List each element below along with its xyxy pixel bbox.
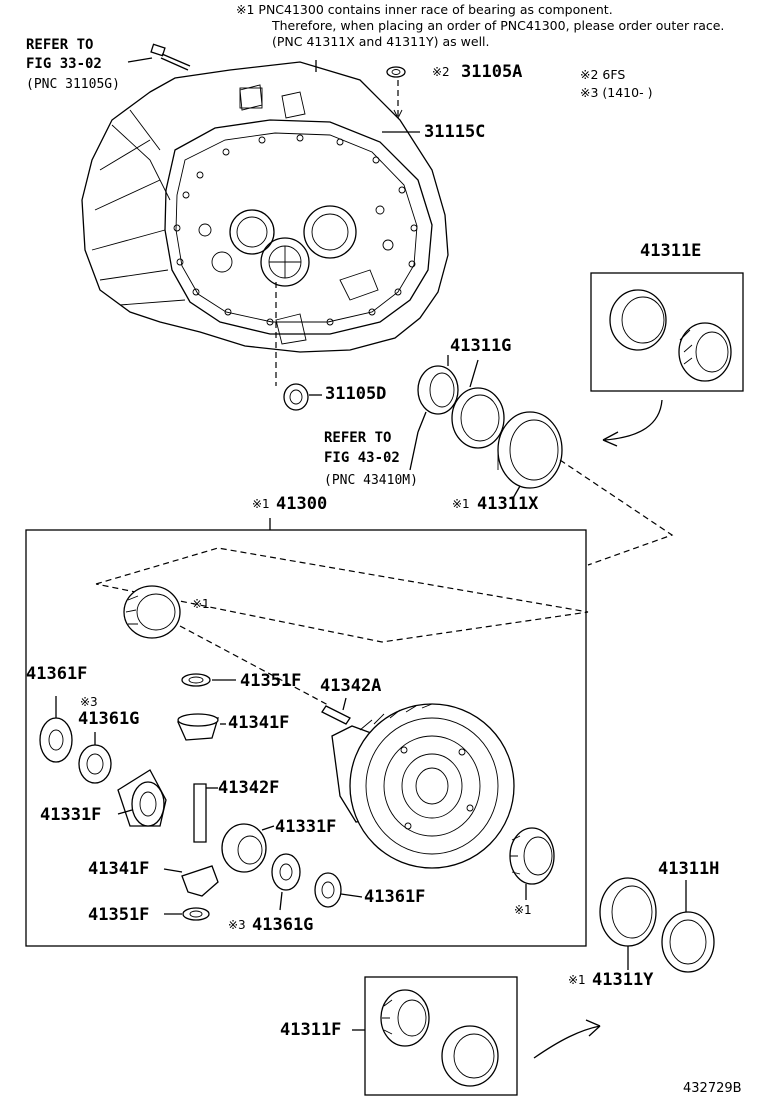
- part-41300-mark: ※1: [252, 497, 270, 511]
- part-41311Y-label[interactable]: 41311Y: [592, 970, 654, 990]
- part-41331F-left-label[interactable]: 41331F: [40, 805, 102, 825]
- part-41341F-bottom-label[interactable]: 41341F: [88, 859, 150, 879]
- bearing-bottom-mark: ※1: [514, 903, 532, 917]
- bearing-41311G-drawing: [417, 365, 505, 449]
- part-41351F-bottom-label[interactable]: 41351F: [88, 905, 150, 925]
- ref-fig43-line-1: REFER TO: [324, 430, 392, 446]
- note-mark-2: ※2 6FS: [580, 67, 626, 82]
- part-41311G-label[interactable]: 41311G: [450, 336, 512, 356]
- kit-box-41311E: [590, 272, 744, 392]
- part-41311E-label[interactable]: 41311E: [640, 241, 702, 261]
- side-gear-right-drawing: [221, 823, 267, 873]
- bearing-kit-41311E-drawing: [609, 289, 732, 382]
- part-41361G-left-label[interactable]: 41361G: [78, 709, 140, 729]
- oil-seal-small-drawing: [386, 66, 406, 78]
- part-41361F-right-label[interactable]: 41361F: [364, 887, 426, 907]
- part-41331F-right-label[interactable]: 41331F: [275, 817, 337, 837]
- ref-fig33-line-1: REFER TO: [26, 37, 94, 53]
- part-31105A-label[interactable]: 31105A: [461, 62, 523, 82]
- part-41311H-label[interactable]: 41311H: [658, 859, 720, 879]
- inner-bearing-bottom-drawing: [509, 827, 555, 885]
- part-41351F-top-label[interactable]: 41351F: [240, 671, 302, 691]
- part-41342A-label[interactable]: 41342A: [320, 676, 382, 696]
- bearing-top-mark: ※1: [192, 597, 210, 611]
- side-gear-left-drawing: [117, 769, 167, 827]
- outer-race-41311X-drawing: [497, 411, 563, 489]
- assembly-box-41300: [25, 529, 587, 947]
- part-41361G-bottom-label[interactable]: 41361G: [252, 915, 314, 935]
- inner-bearing-top-drawing: [123, 585, 181, 639]
- part-41311X-mark: ※1: [452, 497, 470, 511]
- note-line-1: ※1 PNC41300 contains inner race of beari…: [236, 2, 613, 17]
- part-41311X-label[interactable]: 41311X: [477, 494, 539, 514]
- kit-box-41311F: [364, 976, 518, 1096]
- part-41361G-bottom-mark: ※3: [228, 918, 246, 932]
- part-31105A-mark: ※2: [432, 65, 450, 79]
- note-line-3: (PNC 41311X and 41311Y) as well.: [272, 34, 490, 49]
- ref-fig33-line-3: (PNC 31105G): [26, 77, 120, 92]
- part-41300-label[interactable]: 41300: [276, 494, 328, 514]
- differential-ring-gear-drawing: [331, 703, 515, 869]
- bearing-kit-41311F-drawing: [380, 989, 499, 1087]
- ref-fig43-line-2: FIG 43-02: [324, 450, 400, 466]
- note-line-2: Therefore, when placing an order of PNC4…: [272, 18, 725, 33]
- part-41361G-left-mark: ※3: [80, 695, 98, 709]
- part-41342F-label[interactable]: 41342F: [218, 778, 280, 798]
- transaxle-case-drawing: [81, 61, 449, 353]
- pinion-gear-top-drawing: [177, 713, 219, 741]
- bolt-drawing: [127, 43, 191, 71]
- part-41311F-label[interactable]: 41311F: [280, 1020, 342, 1040]
- figure-code: 432729B: [683, 1081, 742, 1096]
- oil-seal-31105D-drawing: [283, 383, 309, 411]
- part-31105D-label[interactable]: 31105D: [325, 384, 387, 404]
- part-41311Y-mark: ※1: [568, 973, 586, 987]
- note-mark-3: ※3 (1410‐ ): [580, 85, 653, 100]
- ref-fig43-line-3: (PNC 43410M): [324, 473, 418, 488]
- outer-race-41311Y-drawing: [599, 877, 715, 973]
- part-41341F-top-label[interactable]: 41341F: [228, 713, 290, 733]
- ref-fig33-line-2: FIG 33-02: [26, 56, 102, 72]
- part-41361F-left-label[interactable]: 41361F: [26, 664, 88, 684]
- part-31115C-label[interactable]: 31115C: [424, 122, 486, 142]
- pinion-gear-bottom-drawing: [181, 865, 219, 897]
